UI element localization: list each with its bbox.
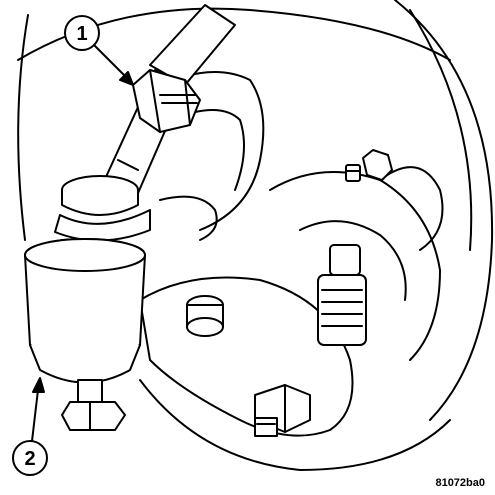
- figure-id: 81072ba0: [435, 477, 485, 489]
- knuckle-arm: [149, 71, 265, 231]
- tie-rod-end: [54, 175, 151, 242]
- knuckle-inner-arm: [169, 109, 245, 191]
- lower-nut: [254, 384, 311, 437]
- callout-1: [64, 15, 134, 86]
- rotor-left-edge: [17, 14, 29, 241]
- ball-joint-stud: [317, 244, 367, 346]
- jam-nut: [132, 69, 201, 133]
- knuckle-flange: [159, 195, 218, 241]
- callout-2: [12, 377, 48, 476]
- knuckle-body: [139, 276, 354, 437]
- callout-2-number: 2: [24, 448, 35, 470]
- upper-right-bolt: [345, 149, 393, 182]
- rotor-inner-edge: [409, 9, 473, 251]
- hub-inner: [299, 220, 407, 301]
- hub-outline: [269, 171, 441, 361]
- callout-1-number: 1: [76, 23, 87, 45]
- rotor-right-edge: [394, 0, 494, 421]
- rotor-bottom-edge: [139, 379, 451, 471]
- hub-bracket: [379, 166, 444, 251]
- knuckle-bolt-left: [186, 295, 224, 337]
- puller-tool: [24, 238, 146, 431]
